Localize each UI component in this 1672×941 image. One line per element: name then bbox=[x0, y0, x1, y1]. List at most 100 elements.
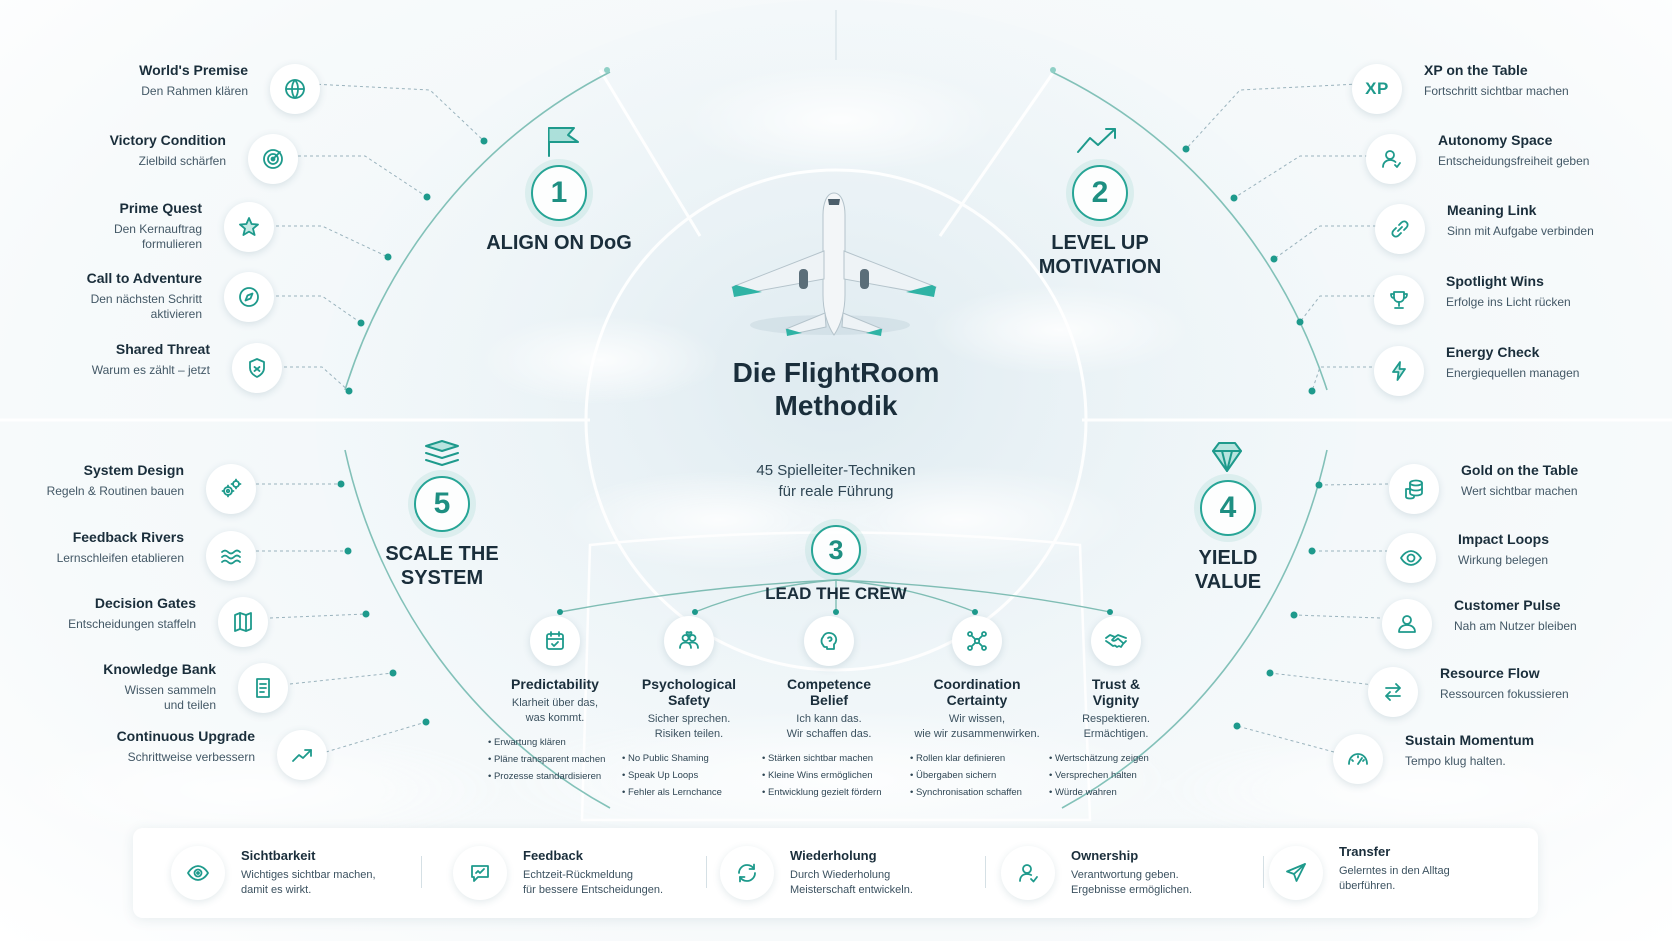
crew-item: Competence Belief Ich kann das. Wir scha… bbox=[754, 616, 904, 801]
crew-bullet: Pläne transparent machen bbox=[488, 751, 630, 768]
section-4-yield: 4 YIELD VALUE bbox=[1153, 480, 1303, 594]
yield-item-title: Customer Pulse bbox=[1454, 597, 1561, 613]
airplane-icon bbox=[731, 192, 937, 336]
layers-icon bbox=[422, 438, 462, 475]
crew-item-desc: Klarheit über das, was kommt. bbox=[511, 697, 599, 724]
align-item-subtitle: Zielbild schärfen bbox=[138, 154, 226, 168]
crew-bullet: Wertschätzung zeigen bbox=[1049, 750, 1191, 767]
coins-icon bbox=[1389, 464, 1439, 514]
level-item-subtitle: Entscheidungsfreiheit geben bbox=[1438, 154, 1590, 168]
principle-item: Feedback Echtzeit-Rückmeldung für besser… bbox=[415, 828, 685, 918]
level-item-title: Autonomy Space bbox=[1438, 132, 1553, 148]
calendar-icon bbox=[530, 616, 580, 666]
map-icon bbox=[218, 597, 268, 647]
crew-item: Coordination Certainty Wir wissen, wie w… bbox=[902, 616, 1052, 801]
chart-up-icon bbox=[277, 730, 327, 780]
crew-item: Psychological Safety Sicher sprechen. Ri… bbox=[614, 616, 764, 801]
align-item: Call to Adventure Den nächsten Schritt a… bbox=[0, 266, 274, 326]
network-icon bbox=[952, 616, 1002, 666]
xp-icon: XP bbox=[1352, 64, 1402, 114]
section-2-level-up: 2 LEVEL UP MOTIVATION bbox=[1000, 165, 1200, 279]
scale-item-subtitle: Wissen sammeln und teilen bbox=[124, 683, 216, 712]
yield-item-subtitle: Ressourcen fokussieren bbox=[1440, 687, 1569, 701]
level-item: XP XP on the Table Fortschritt sichtbar … bbox=[1352, 58, 1672, 118]
star-icon bbox=[224, 202, 274, 252]
center-title: Die FlightRoom Methodik bbox=[732, 357, 940, 421]
level-item: Meaning Link Sinn mit Aufgabe verbinden bbox=[1375, 198, 1672, 258]
align-item: World's Premise Den Rahmen klären bbox=[0, 58, 320, 118]
crew-bullet: No Public Shaming bbox=[622, 750, 764, 767]
scale-item-title: Feedback Rivers bbox=[72, 529, 184, 545]
scale-item-subtitle: Lernschleifen etablieren bbox=[56, 551, 184, 565]
globe-icon bbox=[270, 64, 320, 114]
principle-title: Sichtbarkeit bbox=[241, 848, 316, 863]
crew-bullet: Fehler als Lernchance bbox=[622, 784, 764, 801]
compass-icon bbox=[224, 272, 274, 322]
scale-item: Decision Gates Entscheidungen staffeln bbox=[0, 591, 268, 651]
level-item-subtitle: Energiequellen managen bbox=[1446, 366, 1580, 380]
principle-item: Transfer Gelerntes in den Alltag überfüh… bbox=[1231, 828, 1501, 918]
crew-item-title: Coordination Certainty bbox=[933, 676, 1021, 708]
connector-lines bbox=[256, 83, 1390, 753]
yield-item: Resource Flow Ressourcen fokussieren bbox=[1368, 661, 1672, 721]
section-1-label: ALIGN ON DoG bbox=[486, 232, 632, 254]
crew-bullet: Speak Up Loops bbox=[622, 767, 764, 784]
section-3-lead: 3 LEAD THE CREW bbox=[736, 525, 936, 606]
separator bbox=[706, 856, 707, 888]
center-subtitle: 45 Spielleiter-Techniken für reale Führu… bbox=[756, 462, 916, 500]
align-item: Prime Quest Den Kernauftrag formulieren bbox=[0, 196, 274, 256]
section-5-label: SCALE THE SYSTEM bbox=[385, 543, 499, 589]
yield-item-subtitle: Wert sichtbar machen bbox=[1461, 484, 1578, 498]
yield-item-title: Impact Loops bbox=[1458, 531, 1550, 547]
section-4-label: YIELD VALUE bbox=[1194, 547, 1262, 593]
align-item-subtitle: Warum es zählt – jetzt bbox=[91, 363, 210, 377]
level-item: Spotlight Wins Erfolge ins Licht rücken bbox=[1374, 269, 1672, 329]
gauge-icon bbox=[1333, 734, 1383, 784]
waves-icon bbox=[206, 531, 256, 581]
scale-item: Knowledge Bank Wissen sammeln und teilen bbox=[0, 657, 288, 717]
align-item-title: Shared Threat bbox=[115, 341, 210, 357]
align-item-subtitle: Den Kernauftrag formulieren bbox=[113, 222, 202, 251]
scale-item: Feedback Rivers Lernschleifen etablieren bbox=[0, 525, 256, 585]
crew-item-title: Competence Belief bbox=[786, 676, 872, 708]
chat-icon bbox=[453, 846, 507, 900]
crew-item-bullets: Erwartung klären Pläne transparent mache… bbox=[480, 734, 630, 785]
principle-title: Ownership bbox=[1071, 848, 1139, 863]
refresh-icon bbox=[720, 846, 774, 900]
level-item-title: Energy Check bbox=[1446, 344, 1540, 360]
section-5-scale: 5 SCALE THE SYSTEM bbox=[362, 476, 522, 590]
crew-item-bullets: Stärken sichtbar machen Kleine Wins ermö… bbox=[754, 750, 904, 801]
yield-item: Sustain Momentum Tempo klug halten. bbox=[1333, 728, 1663, 788]
crew-item-title: Trust & Vignity bbox=[1091, 676, 1141, 708]
scale-item-subtitle: Schrittweise verbessern bbox=[127, 750, 255, 764]
gears-icon bbox=[206, 464, 256, 514]
crew-bullet: Würde wahren bbox=[1049, 784, 1191, 801]
level-item-subtitle: Sinn mit Aufgabe verbinden bbox=[1447, 224, 1594, 238]
trophy-icon bbox=[1374, 275, 1424, 325]
crew-bullet: Erwartung klären bbox=[488, 734, 630, 751]
level-item: Energy Check Energiequellen managen bbox=[1374, 340, 1672, 400]
principle-desc: Durch Wiederholung Meisterschaft entwick… bbox=[790, 869, 913, 896]
crew-bullet: Stärken sichtbar machen bbox=[762, 750, 904, 767]
flag-icon bbox=[544, 124, 584, 163]
eye-icon bbox=[171, 846, 225, 900]
yield-item-title: Gold on the Table bbox=[1461, 462, 1579, 478]
crew-branch-dots bbox=[557, 609, 1113, 615]
scale-item-subtitle: Entscheidungen staffeln bbox=[68, 617, 196, 631]
align-item-title: Call to Adventure bbox=[86, 270, 202, 286]
handshake-icon bbox=[1091, 616, 1141, 666]
crew-item: Trust & Vignity Respektieren. Ermächtige… bbox=[1041, 616, 1191, 801]
scale-item-title: System Design bbox=[83, 462, 184, 478]
align-item: Shared Threat Warum es zählt – jetzt bbox=[0, 337, 282, 397]
target-icon bbox=[248, 134, 298, 184]
yield-item-subtitle: Tempo klug halten. bbox=[1405, 754, 1506, 768]
yield-item: Gold on the Table Wert sichtbar machen bbox=[1389, 458, 1672, 518]
crew-branch-lines bbox=[559, 579, 1111, 613]
crew-item-desc: Sicher sprechen. Risiken teilen. bbox=[647, 713, 731, 740]
section-4-number: 4 bbox=[1200, 480, 1256, 536]
section-2-number: 2 bbox=[1072, 165, 1128, 221]
yield-item-subtitle: Wirkung belegen bbox=[1458, 553, 1549, 567]
scale-item-title: Decision Gates bbox=[94, 595, 196, 611]
level-item-title: Spotlight Wins bbox=[1446, 273, 1544, 289]
align-item: Victory Condition Zielbild schärfen bbox=[0, 128, 298, 188]
